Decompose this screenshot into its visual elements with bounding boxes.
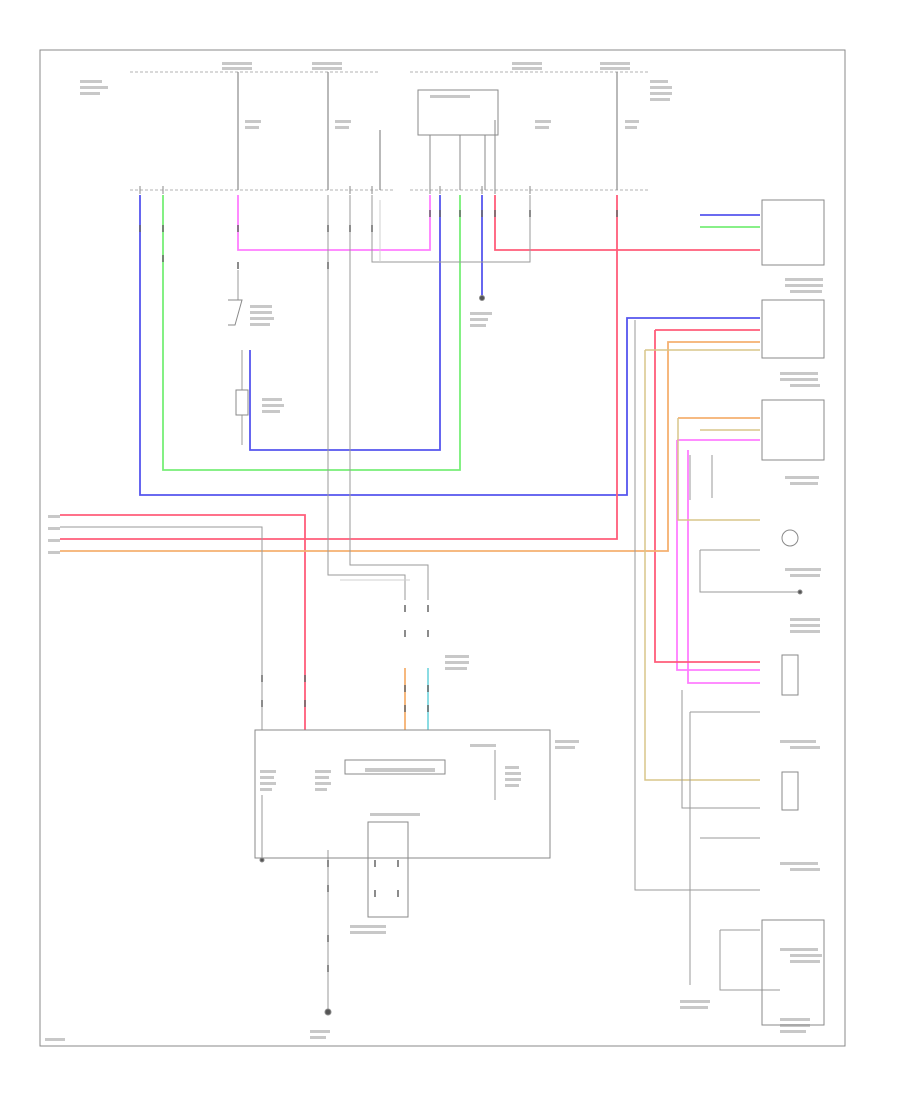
wire-orange xyxy=(60,341,760,730)
wire-pink xyxy=(237,195,760,684)
wire-red xyxy=(60,195,760,730)
relay-box xyxy=(417,89,499,190)
connector-ticks xyxy=(139,186,531,194)
pin-marks xyxy=(139,210,618,972)
wire-blue xyxy=(139,195,760,496)
components xyxy=(228,199,825,1026)
top-power-rails xyxy=(130,71,650,191)
fuse-feeds xyxy=(237,72,618,190)
label-marks xyxy=(45,62,823,1041)
diagram-border xyxy=(39,49,846,1047)
wire-green xyxy=(162,195,760,471)
wire-tan xyxy=(644,349,760,781)
wire-lightgray xyxy=(340,200,410,581)
